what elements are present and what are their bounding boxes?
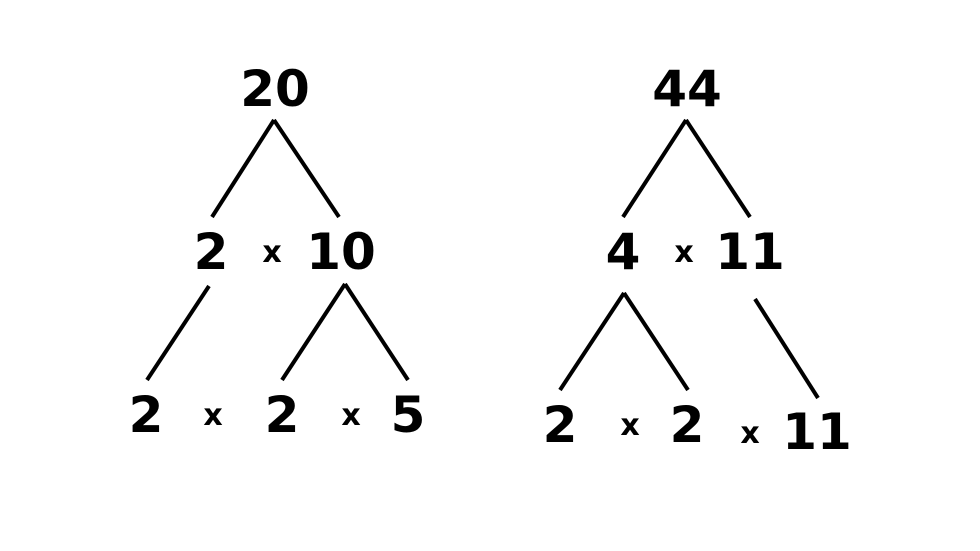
tree2-root: 44 [652,60,722,118]
tree2-level1-left: 4 [605,223,641,281]
tree1-level2-a: 2 [128,386,164,444]
tree2-level2-a: 2 [542,396,578,454]
tree1-level1-right: 10 [306,223,376,281]
branch-10-to-2 [280,282,347,382]
branch-20-to-10 [272,118,341,219]
tree1-level2-c: 5 [390,386,426,444]
branch-44-to-11 [684,118,752,219]
branch-4-to-2a [558,291,626,392]
branch-44-to-4 [621,118,688,219]
tree2-level2-times-2: x [740,416,760,451]
tree2-level1-right: 11 [715,223,785,281]
tree1-level2-b: 2 [264,386,300,444]
branch-11-to-11 [753,297,820,400]
tree1-level1-times: x [262,235,282,270]
tree2-level2-c: 11 [782,403,852,461]
tree1-level1-left: 2 [193,223,229,281]
tree1-root: 20 [240,60,310,118]
tree1-level2-times-1: x [203,398,223,433]
branch-4-to-2b [622,291,690,392]
tree1-level2-times-2: x [341,398,361,433]
branch-20-to-2 [210,118,276,219]
tree2-level2-b: 2 [669,396,705,454]
tree2-level1-times: x [674,235,694,270]
tree2-level2-times-1: x [620,408,640,443]
branch-10-to-5 [343,282,410,382]
branch-2-to-2 [145,284,211,382]
